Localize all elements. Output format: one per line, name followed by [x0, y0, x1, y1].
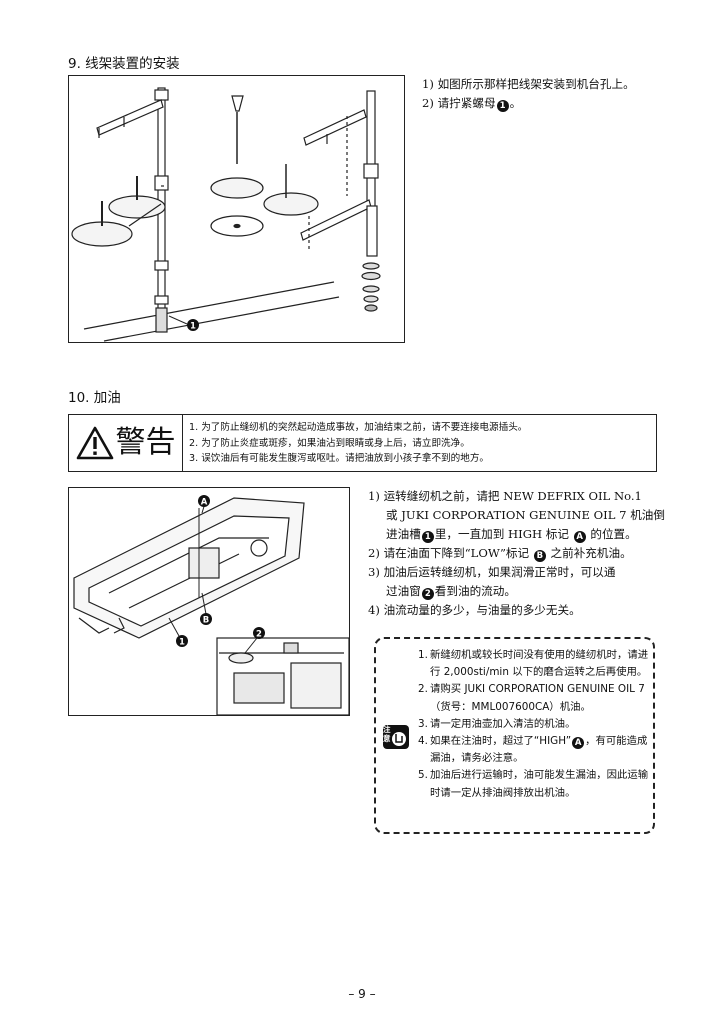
caution-items: 1.新缝纫机或较长时间没有使用的缝纫机时，请进行 2,000sti/min 以下…: [418, 647, 652, 802]
warning-label: 警告: [69, 415, 183, 471]
step-9-1: 1) 如图所示那样把线架安装到机台孔上。: [422, 77, 635, 91]
callout-1: 1: [190, 322, 196, 332]
step-10-1-line2: 或 JUKI CORPORATION GENUINE OIL 7 机油倒: [386, 508, 665, 522]
mark-A: A: [573, 531, 586, 543]
section-10-heading: 10. 加油: [68, 390, 121, 406]
caution-item-2: 2.请购买 JUKI CORPORATION GENUINE OIL 7（货号：…: [418, 683, 645, 713]
callout-2: 2: [256, 630, 262, 640]
page-number: – 9 –: [348, 987, 376, 1001]
warning-item-1: 1. 为了防止缝纫机的突然起动造成事故，加油结束之前，请不要连接电源插头。: [189, 422, 528, 433]
mark-2: 2: [421, 588, 434, 600]
warning-box: 警告 1. 为了防止缝纫机的突然起动造成事故，加油结束之前，请不要连接电源插头。…: [68, 414, 657, 472]
caution-icon-label: 注 意: [383, 725, 391, 743]
warning-item-3: 3. 误饮油后有可能发生腹泻或呕吐。请把油放到小孩子拿不到的地方。: [189, 453, 490, 464]
callout-A: A: [201, 498, 208, 508]
warning-items: 1. 为了防止缝纫机的突然起动造成事故，加油结束之前，请不要连接电源插头。 2.…: [189, 420, 527, 467]
section-9-heading: 9. 线架装置的安装: [68, 56, 180, 72]
caution-box: 注 意 1.新缝纫机或较长时间没有使用的缝纫机时，请进行 2,000sti/mi…: [374, 637, 655, 834]
callout-B: B: [203, 616, 209, 626]
mark-B: B: [533, 550, 546, 562]
caution-item-1: 1.新缝纫机或较长时间没有使用的缝纫机时，请进行 2,000sti/min 以下…: [418, 649, 649, 679]
caution-item-5: 5.加油后进行运输时，油可能发生漏油，因此运输时请一定从排油阀排放出机油。: [418, 769, 649, 799]
mark-1: 1: [496, 100, 509, 112]
step-10-3-line1: 3) 加油后运转缝纫机，如果润滑正常时，可以通: [368, 565, 616, 579]
mark-A-caution: A: [572, 737, 585, 750]
mark-1: 1: [421, 531, 434, 543]
warning-text: 警告: [115, 425, 176, 460]
step-10-1-line1: 1) 运转缝纫机之前，请把 NEW DEFRIX OIL No.1: [368, 489, 642, 503]
warning-triangle-icon: [76, 426, 113, 460]
oil-pan-drawing: A B 1 2: [73, 495, 350, 716]
oil-pan-figure: A B 1 2: [68, 487, 350, 716]
callout-1-oilpan: 1: [179, 638, 185, 648]
caution-item-3: 3.请一定用油壶加入清洁的机油。: [418, 717, 576, 730]
step-10-2: 2) 请在油面下降到“LOW”标记 B 之前补充机油。: [368, 546, 632, 562]
thread-stand-figure: 1: [68, 75, 405, 343]
caution-icon: 注 意: [382, 724, 410, 754]
caution-item-4: 4.如果在注油时，超过了“HIGH”A，有可能造成漏油，请务必注意。: [418, 735, 648, 765]
step-10-4: 4) 油流动量的多少，与油量的多少无关。: [368, 603, 581, 617]
warning-item-2: 2. 为了防止炎症或斑疹，如果油沾到眼睛或身上后，请立即洗净。: [189, 437, 470, 449]
section-10-steps: 1) 运转缝纫机之前，请把 NEW DEFRIX OIL No.1 或 JUKI…: [368, 487, 665, 620]
thread-stand-drawing: 1: [71, 87, 381, 342]
caution-hand-icon: [383, 725, 409, 749]
